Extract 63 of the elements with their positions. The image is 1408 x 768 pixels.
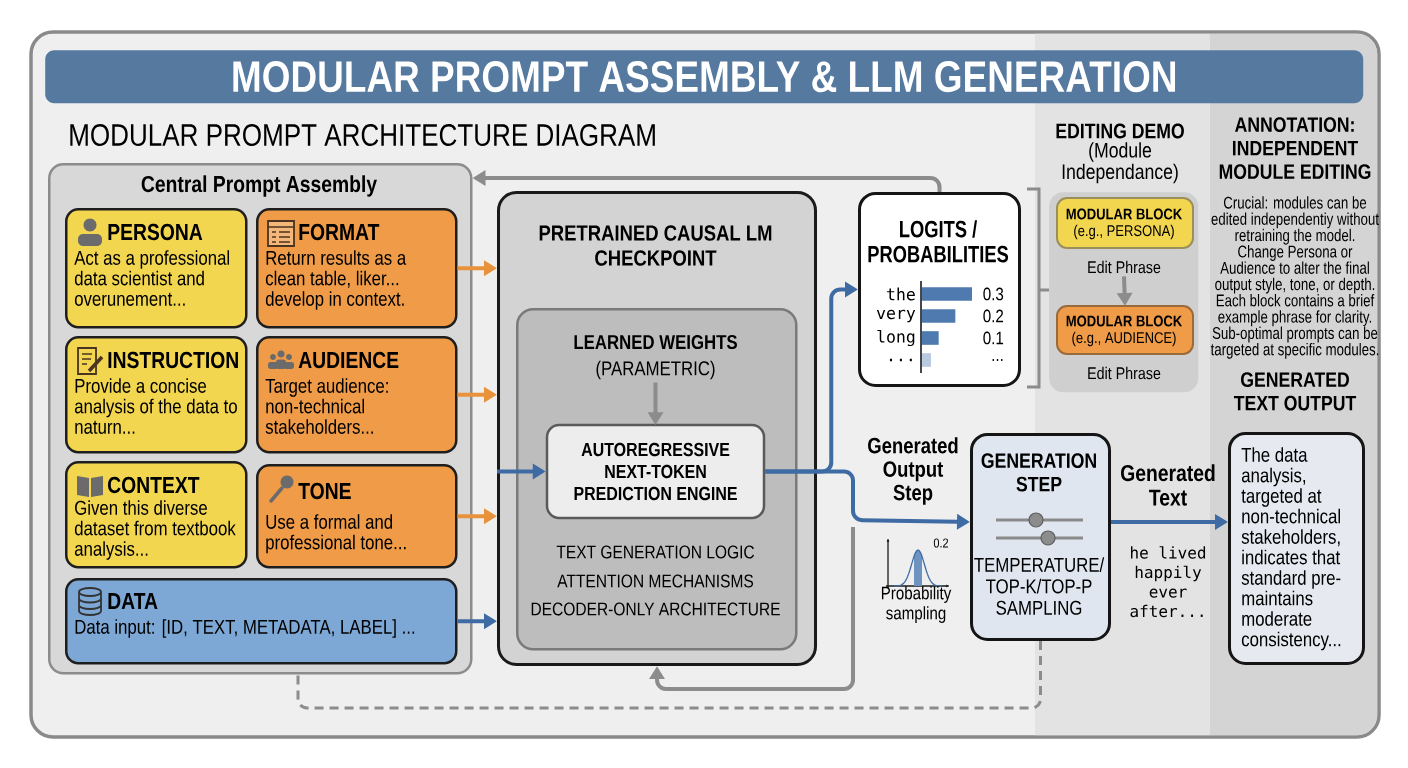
module-card [65, 336, 248, 454]
arrow [649, 527, 855, 691]
section-heading: EDITING DEMO [1056, 123, 1184, 139]
sample-text: he lived happily ever after... [1130, 546, 1206, 618]
module-card [65, 208, 248, 329]
ellipsis-label: ... [992, 359, 1003, 361]
panel-heading: LEARNED WEIGHTS [574, 334, 737, 350]
process-box [970, 433, 1111, 641]
text-line: DECODER-ONLY ARCHITECTURE [531, 602, 780, 616]
text-line: ATTENTION MECHANISMS [557, 574, 754, 588]
card-text: Given this diverse dataset from textbook analysis... [74, 500, 236, 560]
subtitle: MODULAR PROMPT ARCHITECTURE DIAGRAM [70, 124, 655, 146]
box-heading: GENERATION STEP [981, 453, 1096, 492]
annotation-text: Crucial: modules can be edited independentiy without retraining the model. Change Persona or Audience to alter the final output style, tone, or depth. Each block contains a brief example phrase for clarity. Sub-optimal prompts can be targeted at specific modules. [1210, 196, 1379, 359]
value-label: 0.3 [983, 287, 1004, 301]
category-label: very [876, 309, 916, 323]
subheading: (PARAMETRIC) [596, 360, 715, 380]
panel-heading: PRETRAINED CAUSAL LM CHECKPOINT [539, 225, 772, 266]
title-bar: MODULAR PROMPT ASSEMBLY & LLM GENERATION [45, 50, 1364, 104]
card-text: Act as a professional data scientist and overunement... [74, 250, 229, 306]
module-card [256, 464, 458, 569]
annotation-heading: ANNOTATION: INDEPENDENT MODULE EDITING [1219, 117, 1371, 180]
category-label: long [877, 329, 915, 347]
block-heading: MODULAR BLOCK [1066, 315, 1183, 327]
chart-card [858, 192, 1021, 387]
box-text: TEMPERATURE/ TOP-K/TOP-P SAMPLING [974, 557, 1105, 615]
dashed-line [296, 641, 1042, 710]
process-box: AUTOREGRESSIVE NEXT-TOKEN PREDICTION ENGINE [545, 423, 766, 520]
module-card [65, 461, 248, 569]
card-heading: LOGITS / PROBABILITIES [868, 220, 1009, 263]
panel-heading: Central Prompt Assembly [141, 175, 377, 197]
module-card [256, 336, 458, 454]
edge-label: Generated Text [1121, 464, 1215, 506]
side-label: Edit Phrase [1088, 366, 1161, 380]
card-heading: DATA [108, 593, 158, 609]
block-text: (e.g., PERSONA) [1074, 224, 1174, 240]
value-label: 0.2 [983, 309, 1004, 323]
section-subheading: (Module Independance) [1062, 142, 1178, 184]
card-heading: PERSONA [108, 223, 203, 241]
module-card [65, 578, 458, 665]
edge-label: Generated Output Step [868, 437, 958, 505]
card-heading: TONE [298, 482, 351, 500]
card-heading: AUDIENCE [298, 351, 399, 369]
card-heading: INSTRUCTION [108, 351, 238, 369]
card-text: Provide a concise analysis of the data to naturn... [74, 378, 237, 434]
value-label: 0.2 [933, 538, 949, 548]
value-label: 0.1 [983, 331, 1004, 345]
card-text: Return results as a clean table, liker... develop in context. [265, 250, 407, 310]
card-text: Data input: [ID, TEXT, METADATA, LABEL] ... [75, 619, 415, 638]
card-heading: FORMAT [299, 223, 380, 241]
category-label: the [887, 287, 915, 301]
card-text: Use a formal and professional tone... [266, 514, 406, 554]
output-text: The data analysis, targeted at non-technical stakeholders, indicates that standard pre- maintains moderate consistency... [1241, 447, 1341, 651]
caption: Probability sampling [881, 586, 952, 623]
category-label: ... [889, 358, 912, 362]
block-heading: MODULAR BLOCK [1066, 208, 1183, 220]
side-label: Edit Phrase [1088, 260, 1161, 274]
card-text: Target audience: non-technical stakeholders... [265, 378, 388, 434]
module-card [256, 208, 458, 329]
card-heading: CONTEXT [108, 476, 200, 494]
block-text: (e.g., AUDIENCE) [1072, 331, 1176, 347]
box-heading: GENERATED TEXT OUTPUT [1233, 372, 1357, 411]
text-line: TEXT GENERATION LOGIC [556, 545, 755, 559]
